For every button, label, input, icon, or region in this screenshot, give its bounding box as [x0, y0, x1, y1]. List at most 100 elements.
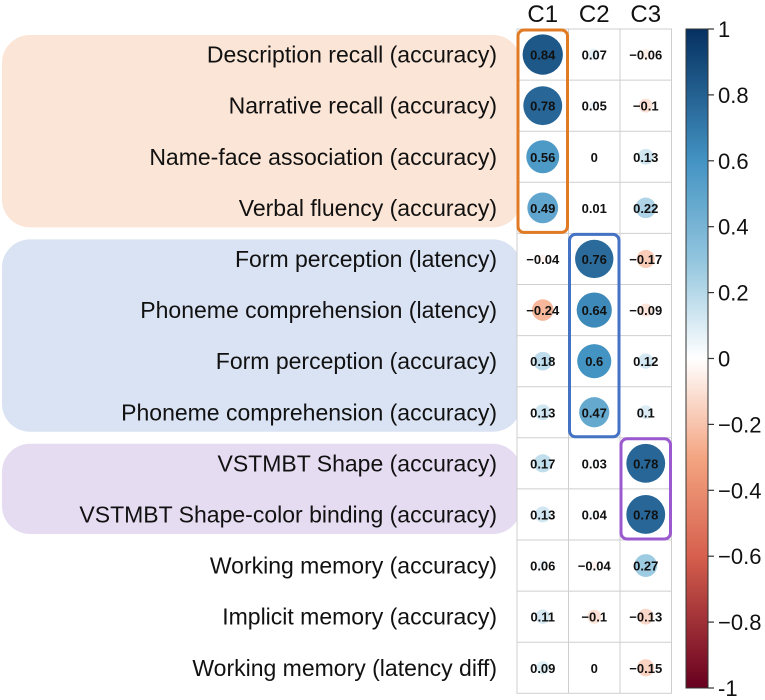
cell-value: −0.04 [578, 559, 612, 574]
cell-circle [523, 86, 563, 126]
row-label: Phoneme comprehension (accuracy) [121, 399, 497, 425]
cell-circle [538, 254, 548, 264]
cell-value: −0.13 [629, 610, 662, 625]
cell-value: 0.84 [530, 48, 556, 63]
cell-value: 0.18 [530, 354, 555, 369]
colorbar-tick-label: 0 [718, 347, 730, 372]
cell-value: 0.78 [633, 456, 658, 471]
cell-circle [626, 443, 666, 483]
cell-value: 0.13 [530, 507, 555, 522]
cell-value: 0.22 [633, 201, 658, 216]
cell-value: 0.78 [633, 507, 658, 522]
colorbar-bar [685, 28, 709, 689]
highlight-box-3 [619, 437, 672, 541]
cell-value: 0.49 [530, 201, 555, 216]
cell-circle [637, 148, 654, 165]
cell-value: 0.12 [633, 354, 658, 369]
colorbar-tick-label: 0.6 [718, 149, 749, 174]
cell-circle [536, 661, 550, 675]
row-label: Form perception (accuracy) [216, 348, 497, 374]
cell-value: −0.1 [581, 610, 607, 625]
cell-value: −0.1 [633, 99, 659, 114]
cell-value: −0.24 [526, 303, 560, 318]
cell-value: 0.07 [582, 48, 607, 63]
cell-circle [637, 659, 655, 677]
row-label: Name-face association (accuracy) [149, 144, 497, 170]
cell-circle [531, 299, 554, 321]
cell-circle [638, 405, 653, 420]
cell-circle [522, 34, 563, 75]
cell-value: 0.27 [633, 559, 658, 574]
cell-value: −0.04 [526, 252, 560, 267]
column-label: C1 [527, 1, 558, 28]
cell-circle [533, 454, 552, 473]
column-label: C3 [630, 1, 661, 28]
cell-value: 0.17 [530, 456, 555, 471]
row-label: Phoneme comprehension (latency) [140, 297, 497, 323]
cell-circle [589, 561, 599, 570]
cell-value: 0.06 [530, 559, 555, 574]
cell-value: 0 [591, 661, 598, 676]
matrix-cells: 0.84 0.07 −0.06 0.78 0.05 −0.1 0.56 0 0.13 0.49 0.… [522, 34, 666, 677]
cell-value: 0.6 [585, 354, 603, 369]
cell-circle [635, 197, 657, 219]
cell-circle [589, 100, 600, 111]
colorbar-tick-label: 0.2 [718, 281, 749, 306]
cell-value: 0.56 [530, 150, 555, 165]
cell-circle [537, 560, 549, 571]
colorbar-tick-label: −0.6 [718, 544, 761, 569]
row-label: Narrative recall (accuracy) [229, 93, 497, 119]
cell-value: 0.11 [530, 610, 555, 625]
cell-value: −0.15 [629, 661, 662, 676]
cell-value: 0.64 [582, 303, 608, 318]
cell-value: 0.13 [633, 150, 658, 165]
cell-circle [638, 98, 653, 113]
cell-value: 0.01 [582, 201, 607, 216]
cell-value: 0.09 [530, 661, 555, 676]
cell-value: 0.05 [582, 99, 607, 114]
colorbar-tick-label: 1 [718, 17, 730, 42]
colorbar-tick-label: −0.2 [718, 412, 761, 437]
colorbar-tick-label: -1 [718, 676, 738, 700]
cell-circle [588, 48, 601, 61]
cell-circle [534, 404, 551, 421]
cell-value: 0.03 [582, 456, 607, 471]
cell-value: 0.78 [530, 99, 555, 114]
cell-value: 0.47 [582, 405, 607, 420]
cell-circle [587, 609, 602, 624]
cell-value: 0.76 [582, 252, 607, 267]
row-label: VSTMBT Shape-color binding (accuracy) [79, 501, 497, 527]
colorbar-tick-label: 0.8 [718, 83, 749, 108]
cell-value: −0.06 [629, 48, 662, 63]
row-label: Implicit memory (accuracy) [222, 604, 497, 630]
cell-circle [579, 397, 610, 428]
cell-value: 0.13 [530, 405, 555, 420]
colorbar: -1−0.8−0.6−0.4−0.200.20.40.60.81 [685, 17, 761, 700]
cell-circle [626, 495, 666, 534]
row-group-backgrounds [2, 35, 521, 534]
cell-circle [577, 344, 612, 379]
row-label: Working memory (latency diff) [192, 655, 497, 681]
row-label: Form perception (latency) [235, 246, 497, 272]
cell-value: 0.04 [582, 507, 608, 522]
colorbar-tick-label: 0.4 [718, 215, 749, 240]
cell-value: 0 [591, 150, 598, 165]
cell-circle [526, 140, 560, 174]
row-label: Verbal fluency (accuracy) [239, 195, 497, 221]
highlight-boxes [516, 28, 672, 541]
cell-circle [590, 459, 599, 468]
cell-circle [534, 506, 551, 523]
cell-circle [640, 49, 652, 60]
cell-value: −0.17 [629, 252, 662, 267]
row-label: Description recall (accuracy) [207, 42, 497, 68]
cell-circle [592, 205, 597, 211]
cell-circle [533, 351, 553, 371]
cell-circle [576, 292, 612, 328]
row-group-background-2 [2, 239, 521, 432]
row-group-background-1 [2, 35, 521, 228]
row-label: VSTMBT Shape (accuracy) [217, 450, 497, 476]
cell-circle [637, 608, 654, 625]
cell-circle [638, 353, 654, 369]
cell-circle [634, 554, 658, 577]
